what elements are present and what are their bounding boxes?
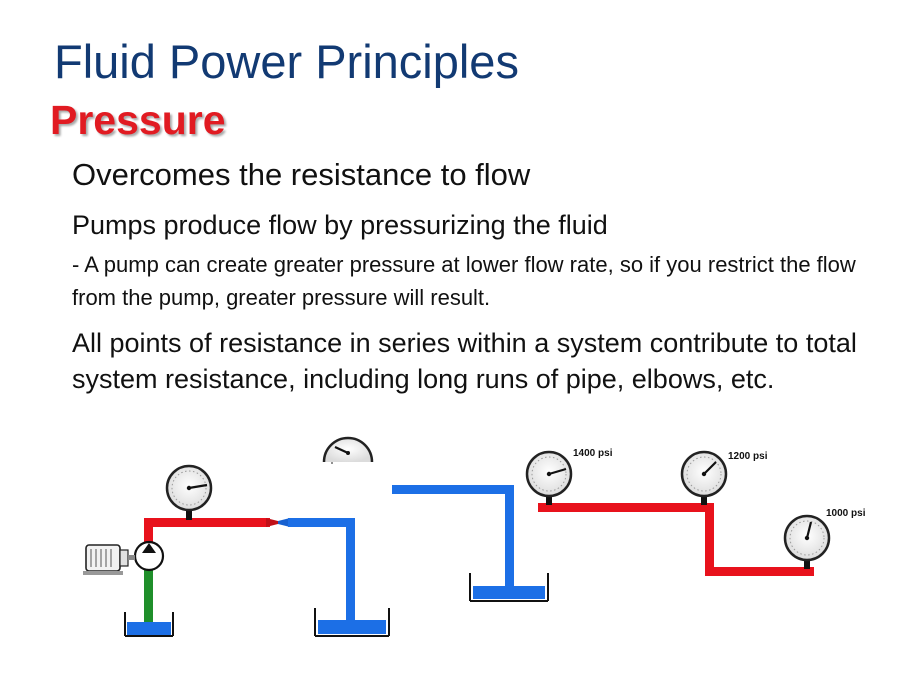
bullet-series-resistance: All points of resistance in series withi… <box>72 328 857 395</box>
bullet-overcomes-resistance: Overcomes the resistance to flow <box>72 157 531 192</box>
gauge-label-1200: 1200 psi <box>728 451 768 462</box>
pump-icon <box>133 540 165 572</box>
pressure-drop-circuit: 1400 psi 1200 psi 1000 psi <box>525 448 866 576</box>
pressure-line <box>538 503 713 512</box>
bullet-pump-detail: - A pump can create greater pressure at … <box>72 252 856 310</box>
pressure-gauge-icon <box>165 464 213 520</box>
return-line <box>288 518 354 527</box>
return-line <box>392 485 513 494</box>
pressure-gauge-icon <box>680 450 728 505</box>
suction-line <box>144 560 153 624</box>
reservoir-right <box>318 620 386 634</box>
reservoir-left <box>127 622 171 635</box>
pressure-line <box>144 518 153 546</box>
reservoir-middle <box>473 586 545 599</box>
pressure-gauge-partial-icon <box>322 436 374 464</box>
pump-circuit <box>83 464 390 637</box>
gauge-label-1000: 1000 psi <box>826 508 866 519</box>
pipe-circuit-middle <box>322 436 549 602</box>
slide-subtitle: Pressure <box>50 97 226 143</box>
motor-icon <box>83 544 135 575</box>
slide-title: Fluid Power Principles <box>54 35 519 88</box>
gauge-label-1400: 1400 psi <box>573 448 613 459</box>
bullet-pumps-produce-flow: Pumps produce flow by pressurizing the f… <box>72 210 608 240</box>
flow-restriction <box>266 518 278 527</box>
pressure-gauge-icon <box>783 514 831 569</box>
pressure-diagram: 1400 psi 1200 psi 1000 psi <box>83 436 866 637</box>
pressure-gauge-icon <box>525 450 573 505</box>
